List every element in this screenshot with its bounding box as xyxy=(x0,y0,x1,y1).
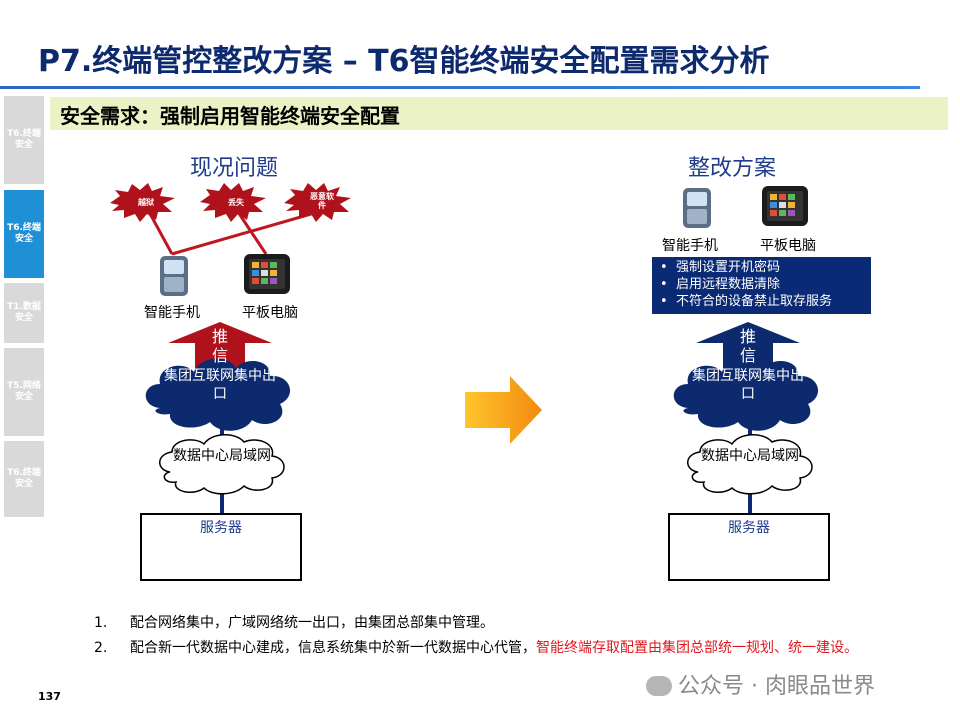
server-label-right: 服务器 xyxy=(728,520,770,536)
note-text: 配合新一代数据中心建成，信息系统集中於新一代数据中心代管，智能终端存取配置由集团… xyxy=(130,640,858,656)
smartphone-icon xyxy=(683,188,711,228)
title-underline xyxy=(0,86,920,89)
internet-cloud-left xyxy=(145,358,291,431)
internet-exit-label-left: 集团互联网集中出口 xyxy=(164,368,276,402)
risk-label-lost: 丢失 xyxy=(228,198,244,207)
push-up-arrow-right xyxy=(696,322,800,370)
datacenter-label-right: 数据中心局域网 xyxy=(701,448,799,464)
side-tab-3[interactable]: T1.数据安全 xyxy=(4,283,44,343)
side-tab-5[interactable]: T6.终端安全 xyxy=(4,441,44,517)
push-label-right: 推信 xyxy=(739,327,756,365)
risk-burst-jailbreak xyxy=(110,183,175,222)
server-box-right: 服务器 xyxy=(668,513,830,581)
risk-label-jailbreak: 越狱 xyxy=(138,198,154,207)
note-number: 1. xyxy=(94,615,108,631)
current-issues-heading: 现况问题 xyxy=(190,156,279,181)
measure-item: • 启用远程数据清除 xyxy=(660,277,780,292)
tablet-icon xyxy=(244,254,290,294)
datacenter-cloud-right xyxy=(687,434,813,495)
push-label-left: 推信 xyxy=(211,327,228,365)
datacenter-label-left: 数据中心局域网 xyxy=(173,448,271,464)
risk-burst-lost xyxy=(200,183,266,222)
remediation-heading: 整改方案 xyxy=(688,156,777,181)
measure-item: • 不符合的设备禁止取存服务 xyxy=(660,294,832,309)
side-tab-2[interactable]: T6.终端安全 xyxy=(4,190,44,278)
page-number: 137 xyxy=(38,690,61,703)
internet-exit-label-right: 集团互联网集中出口 xyxy=(692,368,804,402)
tablet-label: 平板电脑 xyxy=(760,238,816,254)
tablet-icon xyxy=(762,186,808,226)
server-box-left: 服务器 xyxy=(140,513,302,581)
requirement-text: 安全需求：强制启用智能终端安全配置 xyxy=(60,104,400,128)
note-highlight: 智能终端存取配置由集团总部统一规划、统一建设。 xyxy=(536,640,858,656)
tablet-label: 平板电脑 xyxy=(242,305,298,321)
note-number: 2. xyxy=(94,640,108,656)
smartphone-icon xyxy=(160,256,188,296)
security-measures-box: • 强制设置开机密码 • 启用远程数据清除 • 不符合的设备禁止取存服务 xyxy=(652,257,871,314)
side-tab-1[interactable]: T6.终端安全 xyxy=(4,96,44,184)
transition-arrow xyxy=(465,376,542,444)
smartphone-label: 智能手机 xyxy=(144,305,200,321)
page-title: P7.终端管控整改方案 – T6智能终端安全配置需求分析 xyxy=(38,44,770,79)
smartphone-label: 智能手机 xyxy=(662,238,718,254)
watermark: 公众号 · 肉眼品世界 xyxy=(646,668,875,700)
measure-item: • 强制设置开机密码 xyxy=(660,260,780,275)
risk-label-malware: 恶意软件 xyxy=(310,192,334,210)
push-up-arrow-left xyxy=(168,322,272,370)
side-tab-4[interactable]: T5.网络安全 xyxy=(4,348,44,436)
internet-cloud-right xyxy=(673,358,819,431)
requirement-banner xyxy=(50,97,948,130)
datacenter-cloud-left xyxy=(159,434,285,495)
wechat-icon xyxy=(646,676,672,696)
server-label-left: 服务器 xyxy=(200,520,242,536)
risk-burst-malware xyxy=(284,183,351,222)
note-text: 配合网络集中，广域网络统一出口，由集团总部集中管理。 xyxy=(130,615,494,631)
